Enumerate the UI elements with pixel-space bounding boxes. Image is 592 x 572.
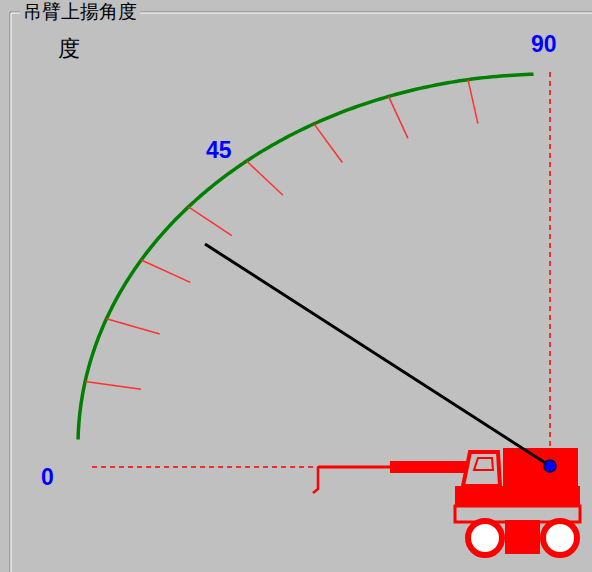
scale-tick bbox=[106, 319, 159, 334]
pivot-dot bbox=[544, 460, 556, 472]
scale-tick bbox=[247, 161, 283, 195]
scale-tick bbox=[85, 381, 141, 389]
scale-number: 0 bbox=[41, 466, 54, 489]
scale-tick bbox=[314, 124, 342, 163]
unit-label: 度 bbox=[58, 38, 80, 60]
scale-tick bbox=[188, 207, 231, 236]
angle-scale bbox=[78, 74, 533, 439]
groupbox-title: 吊臂上揚角度 bbox=[20, 2, 140, 21]
scale-tick bbox=[468, 80, 478, 124]
scale-number: 90 bbox=[531, 33, 557, 56]
boom-angle-needle bbox=[205, 244, 550, 466]
groupbox-frame bbox=[10, 12, 592, 572]
scale-tick bbox=[141, 260, 190, 282]
scale-number: 45 bbox=[206, 139, 232, 162]
vertical-reference bbox=[549, 72, 551, 460]
groupbox-frame-highlight bbox=[11, 13, 592, 572]
scale-arc bbox=[78, 74, 533, 439]
crane-symbol bbox=[313, 448, 580, 555]
scale-tick bbox=[389, 96, 408, 138]
